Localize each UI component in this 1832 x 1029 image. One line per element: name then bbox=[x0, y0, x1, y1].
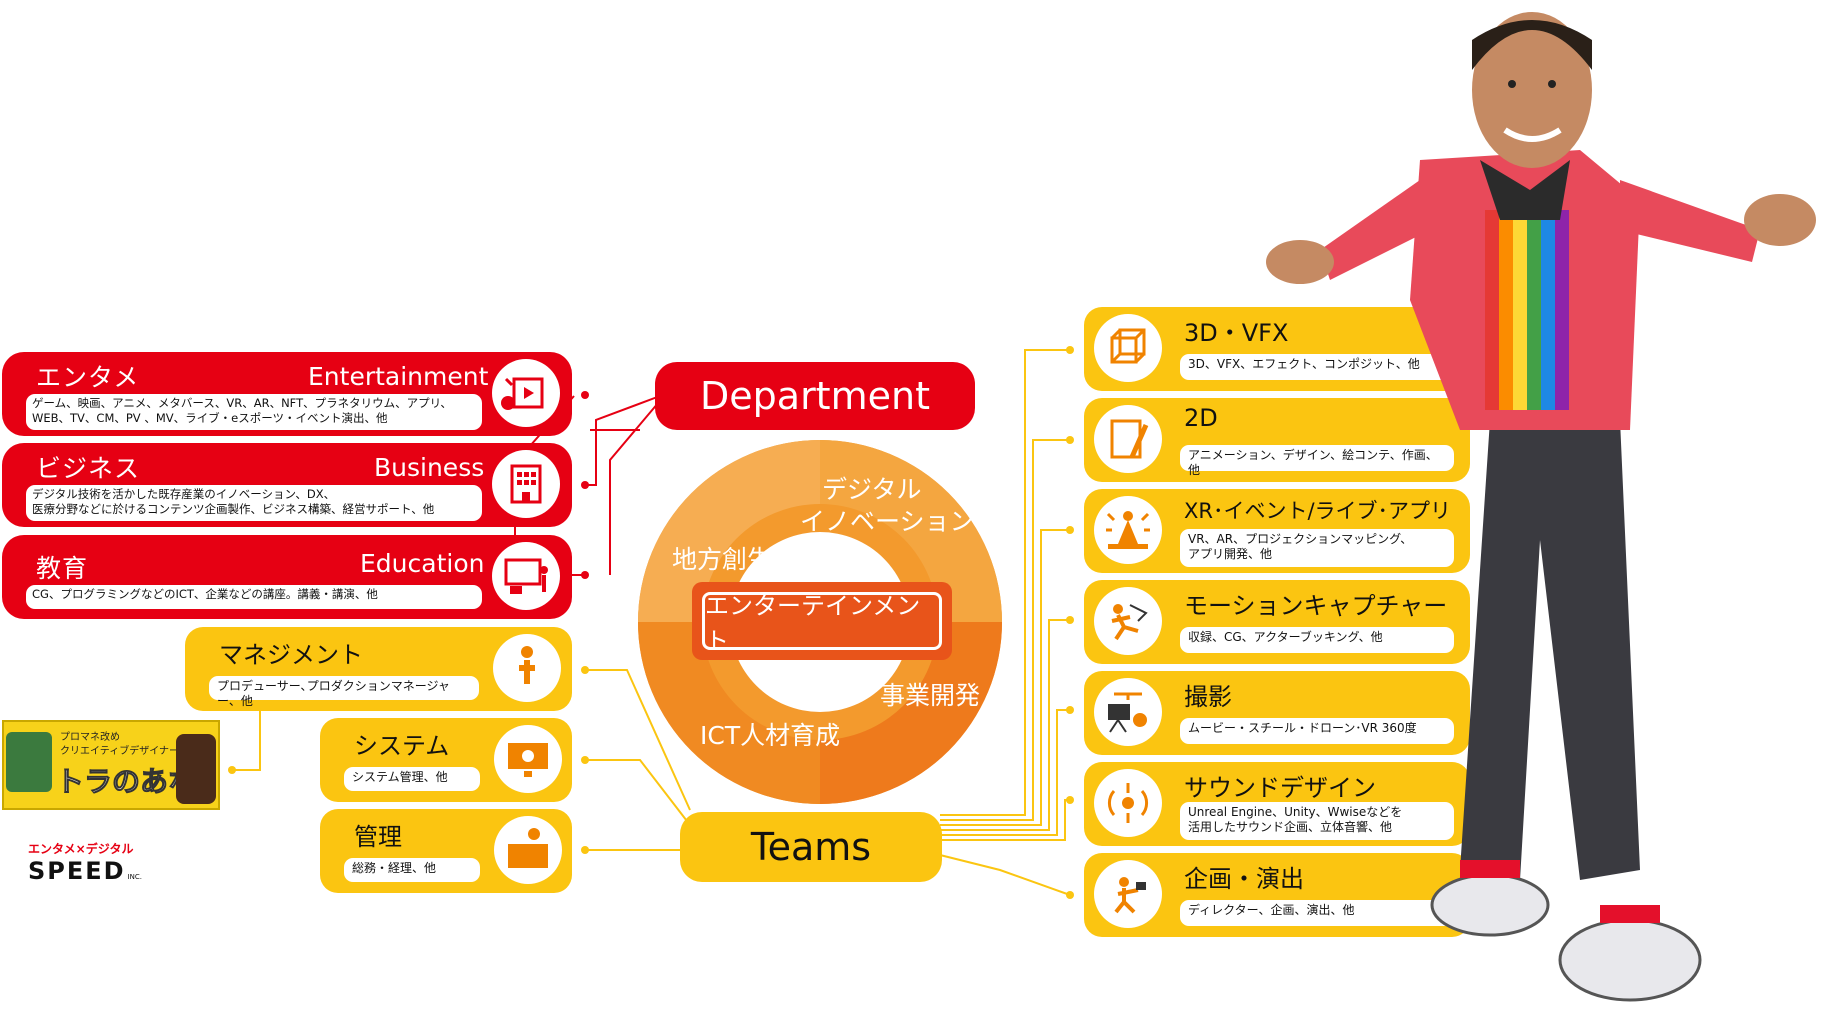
team-xr-event-desc: VR、AR、プロジェクションマッピング、 アプリ開発、他 bbox=[1180, 529, 1454, 567]
team-motion-capture-desc: 収録、CG、アクターブッキング、他 bbox=[1180, 627, 1454, 653]
card-education: 教育 Education CG、プログラミングなどのICT、企業などの講座。講義… bbox=[2, 535, 572, 619]
team-planning-direction-title: 企画・演出 bbox=[1184, 865, 1304, 893]
logo-name: SPEED bbox=[28, 857, 126, 885]
team-filming: 撮影 ムービー・スチール・ドローン･VR 360度 bbox=[1084, 671, 1470, 755]
card-education-en: Education bbox=[360, 549, 485, 578]
team-3d-vfx-desc: 3D、VFX、エフェクト、コンポジット、他 bbox=[1180, 354, 1454, 380]
team-management: マネジメント プロデューサー､プロダクションマネージャー、他 bbox=[185, 627, 572, 711]
team-planning-direction-desc: ディレクター、企画、演出、他 bbox=[1180, 900, 1454, 926]
cube-icon bbox=[1094, 314, 1162, 382]
teacher-icon bbox=[492, 542, 560, 610]
card-entertainment-desc: ゲーム、映画、アニメ、メタバース、VR、AR、NFT、プラネタリウム、アプリ、 … bbox=[26, 394, 482, 430]
ring-segment-regional: 地方創生 bbox=[672, 545, 773, 574]
card-education-desc: CG、プログラミングなどのICT、企業などの講座。講義・講演、他 bbox=[26, 585, 482, 609]
card-business-en: Business bbox=[374, 453, 485, 482]
team-2d-title: 2D bbox=[1184, 404, 1218, 432]
team-3d-vfx-title: 3D・VFX bbox=[1184, 319, 1289, 347]
team-motion-capture: モーションキャプチャー 収録、CG、アクターブッキング、他 bbox=[1084, 580, 1470, 664]
director-icon bbox=[1094, 860, 1162, 928]
banner-character bbox=[176, 734, 216, 804]
team-filming-title: 撮影 bbox=[1184, 683, 1232, 711]
team-xr-event: XR･イベント/ライブ･アプリ開発 VR、AR、プロジェクションマッピング、 ア… bbox=[1084, 489, 1470, 573]
logo-suffix: INC. bbox=[127, 873, 143, 881]
logo-tagline: エンタメ×デジタル bbox=[28, 842, 134, 856]
monitor-gear-icon bbox=[494, 725, 562, 793]
team-2d-desc: アニメーション、デザイン、絵コンテ、作画、他 bbox=[1180, 445, 1454, 477]
team-system: システム システム管理、他 bbox=[320, 718, 572, 802]
card-business-jp: ビジネス bbox=[36, 454, 141, 483]
card-business-desc: デジタル技術を活かした既存産業のイノベーション、DX、 医療分野などに於けるコン… bbox=[26, 485, 482, 521]
ring-segment-business-dev: 事業開発 bbox=[880, 681, 981, 710]
teams-label: Teams bbox=[750, 825, 872, 869]
department-pill: Department bbox=[655, 362, 975, 430]
sound-icon bbox=[1094, 769, 1162, 837]
team-admin-title: 管理 bbox=[354, 823, 402, 851]
team-management-title: マネジメント bbox=[219, 641, 363, 669]
connector-management bbox=[585, 669, 691, 811]
team-2d: 2D アニメーション、デザイン、絵コンテ、作画、他 bbox=[1084, 398, 1470, 482]
motion-icon bbox=[1094, 587, 1162, 655]
ring-segment-innovation: イノベーション bbox=[800, 507, 975, 536]
film-icon bbox=[492, 359, 560, 427]
pen-icon bbox=[1094, 405, 1162, 473]
building-icon bbox=[492, 450, 560, 518]
team-system-desc: システム管理、他 bbox=[344, 767, 480, 791]
connector-education bbox=[609, 395, 665, 575]
ring-segment-digital: デジタル bbox=[822, 475, 922, 504]
stage-icon bbox=[1094, 496, 1162, 564]
camera-icon bbox=[1094, 678, 1162, 746]
department-label: Department bbox=[700, 374, 930, 418]
team-sound-design-desc: Unreal Engine、Unity、Wwiseなどを 活用したサウンド企画、… bbox=[1180, 802, 1454, 840]
card-education-jp: 教育 bbox=[36, 554, 89, 583]
team-filming-desc: ムービー・スチール・ドローン･VR 360度 bbox=[1180, 718, 1454, 744]
desk-icon bbox=[494, 816, 562, 884]
ring-segment-ict: ICT人材育成 bbox=[700, 721, 841, 750]
ring-center-box: エンターテインメント bbox=[692, 582, 952, 660]
mascot-character-illustration bbox=[1266, 12, 1816, 1002]
team-management-desc: プロデューサー､プロダクションマネージャー、他 bbox=[209, 676, 479, 708]
connector-business bbox=[585, 395, 661, 486]
ring-center-label: エンターテインメント bbox=[705, 592, 921, 655]
speed-logo: エンタメ×デジタル SPEED INC. bbox=[28, 840, 188, 890]
person-icon bbox=[493, 634, 561, 702]
card-entertainment: エンタメ Entertainment ゲーム、映画、アニメ、メタバース、VR、A… bbox=[2, 352, 572, 436]
banner-main: トラのあな bbox=[55, 765, 197, 799]
team-system-title: システム bbox=[354, 732, 450, 760]
card-entertainment-jp: エンタメ bbox=[36, 363, 140, 392]
team-admin: 管理 総務・経理、他 bbox=[320, 809, 572, 893]
banner-line2: クリエイティブデザイナー bbox=[60, 746, 179, 757]
card-business: ビジネス Business デジタル技術を活かした既存産業のイノベーション、DX… bbox=[2, 443, 572, 527]
card-entertainment-en: Entertainment bbox=[308, 362, 489, 391]
toranoana-banner[interactable]: プロマネ改め クリエイティブデザイナー トラのあな bbox=[2, 720, 220, 810]
team-admin-desc: 総務・経理、他 bbox=[344, 858, 480, 882]
team-sound-design-title: サウンドデザイン bbox=[1184, 774, 1376, 802]
team-planning-direction: 企画・演出 ディレクター、企画、演出、他 bbox=[1084, 853, 1470, 937]
team-sound-design: サウンドデザイン Unreal Engine、Unity、Wwiseなどを 活用… bbox=[1084, 762, 1470, 846]
banner-line1: プロマネ改め bbox=[60, 732, 120, 743]
team-motion-capture-title: モーションキャプチャー bbox=[1184, 592, 1448, 620]
banner-avatar bbox=[6, 732, 52, 792]
team-3d-vfx: 3D・VFX 3D、VFX、エフェクト、コンポジット、他 bbox=[1084, 307, 1470, 391]
teams-pill: Teams bbox=[680, 812, 942, 882]
